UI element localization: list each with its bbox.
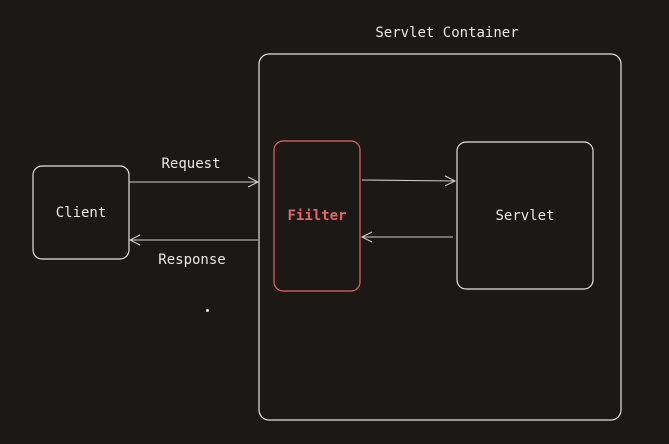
servlet-container-box	[258, 53, 622, 421]
servlet-container-title: Servlet Container	[375, 25, 519, 41]
stray-dot	[206, 309, 209, 312]
servlet-box	[456, 141, 594, 290]
filter-label: Fiilter	[287, 208, 347, 224]
client-label: Client	[55, 205, 107, 221]
client-box	[32, 165, 130, 260]
response-label: Response	[158, 252, 226, 268]
filter-box	[273, 140, 361, 292]
request-label: Request	[161, 156, 221, 172]
servlet-label: Servlet	[495, 208, 555, 224]
filter-to-servlet-arrow	[361, 180, 455, 181]
